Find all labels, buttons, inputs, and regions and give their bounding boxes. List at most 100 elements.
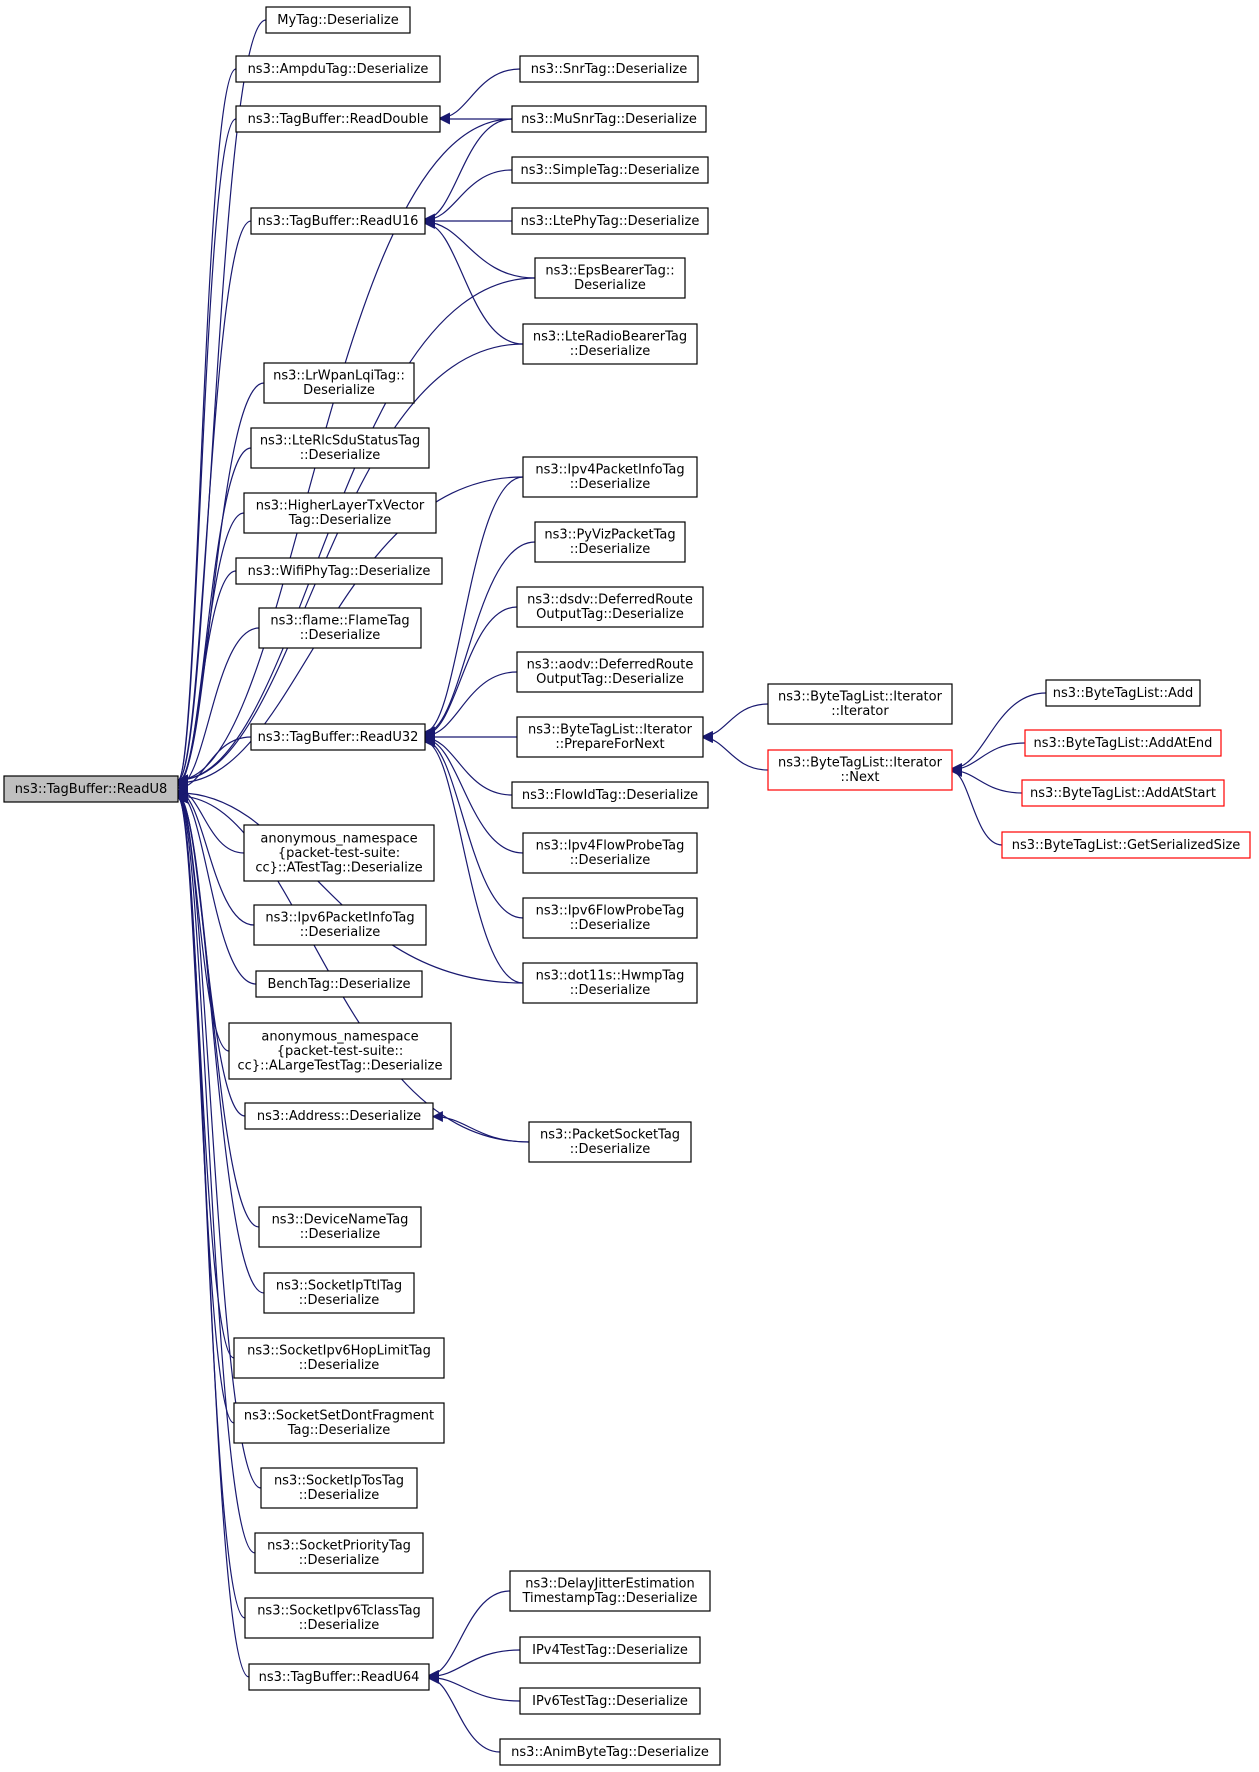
node-label-line: ns3::dot11s::HwmpTag bbox=[536, 969, 685, 984]
node-ltephy[interactable]: ns3::LtePhyTag::Deserialize bbox=[511, 207, 709, 235]
node-box bbox=[519, 55, 699, 83]
node-ampdu[interactable]: ns3::AmpduTag::Deserialize bbox=[235, 55, 441, 83]
node-ipv6hop[interactable]: ns3::SocketIpv6HopLimitTag::Deserialize bbox=[233, 1337, 445, 1379]
edge-ipv6pkt-to-readu8 bbox=[176, 786, 255, 926]
node-label-line: ns3::SocketSetDontFragment bbox=[244, 1409, 434, 1424]
node-ipv4test[interactable]: IPv4TestTag::Deserialize bbox=[519, 1636, 701, 1664]
node-label-line: ns3::HigherLayerTxVector bbox=[256, 499, 425, 514]
node-iptos[interactable]: ns3::SocketIpTosTag::Deserialize bbox=[260, 1467, 418, 1509]
node-box bbox=[244, 1597, 434, 1639]
node-bench[interactable]: BenchTag::Deserialize bbox=[255, 970, 423, 998]
node-label-line: ns3::ByteTagList::AddAtEnd bbox=[1034, 736, 1213, 751]
edge-snrtag-to-readdouble bbox=[438, 68, 521, 124]
node-mytag[interactable]: MyTag::Deserialize bbox=[265, 6, 411, 34]
edge-ipv6test-to-readu64 bbox=[427, 1671, 521, 1702]
node-btladdstart[interactable]: ns3::ByteTagList::AddAtStart bbox=[1021, 779, 1225, 807]
node-musnr[interactable]: ns3::MuSnrTag::Deserialize bbox=[511, 105, 707, 133]
node-btladdend[interactable]: ns3::ByteTagList::AddAtEnd bbox=[1024, 729, 1222, 757]
node-tclass[interactable]: ns3::SocketIpv6TclassTag::Deserialize bbox=[244, 1597, 434, 1639]
node-address[interactable]: ns3::Address::Deserialize bbox=[244, 1102, 434, 1130]
node-label-line: ::Deserialize bbox=[570, 477, 651, 492]
node-box bbox=[258, 1206, 422, 1248]
node-btlsersize[interactable]: ns3::ByteTagList::GetSerializedSize bbox=[1001, 831, 1251, 859]
node-box bbox=[509, 1570, 711, 1612]
node-box bbox=[250, 427, 430, 469]
edge-lterlc-to-readu8 bbox=[176, 447, 252, 788]
node-alarge[interactable]: anonymous_namespace{packet-test-suite::c… bbox=[228, 1022, 452, 1080]
node-label-line: ns3::ByteTagList::Iterator bbox=[778, 690, 943, 705]
node-label-line: ns3::TagBuffer::ReadU32 bbox=[258, 730, 419, 745]
edge-hwmp-to-readu32 bbox=[423, 736, 524, 984]
node-label-line: cc}::ALargeTestTag::Deserialize bbox=[238, 1058, 443, 1073]
edge-ipv6hop-to-readu8 bbox=[176, 792, 235, 1359]
node-box bbox=[254, 1532, 424, 1574]
node-box bbox=[511, 105, 707, 133]
node-label-line: ::Deserialize bbox=[300, 1227, 381, 1242]
edge-pktsocket-to-readu8 bbox=[176, 790, 530, 1143]
node-readu16[interactable]: ns3::TagBuffer::ReadU16 bbox=[250, 207, 426, 235]
node-label-line: ::Deserialize bbox=[299, 1293, 380, 1308]
node-hwmp[interactable]: ns3::dot11s::HwmpTag::Deserialize bbox=[522, 962, 698, 1004]
node-pyviz[interactable]: ns3::PyVizPacketTag::Deserialize bbox=[534, 521, 686, 563]
node-ipv4flow[interactable]: ns3::Ipv4FlowProbeTag::Deserialize bbox=[522, 832, 698, 874]
edge-tclass-to-readu8 bbox=[176, 792, 246, 1619]
node-ipv6pkt[interactable]: ns3::Ipv6PacketInfoTag::Deserialize bbox=[253, 904, 427, 946]
edge-readu16-to-readu8 bbox=[176, 220, 252, 786]
node-box bbox=[235, 55, 441, 83]
node-label-line: ::Deserialize bbox=[300, 628, 381, 643]
edge-iterctor-to-prepnext bbox=[701, 703, 769, 742]
node-label-line: ::Deserialize bbox=[299, 1358, 380, 1373]
node-label-line: ns3::LtePhyTag::Deserialize bbox=[521, 214, 700, 229]
node-readu32[interactable]: ns3::TagBuffer::ReadU32 bbox=[250, 723, 426, 751]
node-epsbearer[interactable]: ns3::EpsBearerTag::Deserialize bbox=[534, 257, 686, 299]
node-iternext[interactable]: ns3::ByteTagList::Iterator::Next bbox=[767, 749, 953, 791]
node-box bbox=[519, 1687, 701, 1715]
node-pktsocket[interactable]: ns3::PacketSocketTag::Deserialize bbox=[528, 1121, 692, 1163]
node-lteradio[interactable]: ns3::LteRadioBearerTag::Deserialize bbox=[522, 323, 698, 365]
node-dontfrag[interactable]: ns3::SocketSetDontFragmentTag::Deseriali… bbox=[233, 1402, 445, 1444]
node-delayjitter[interactable]: ns3::DelayJitterEstimationTimestampTag::… bbox=[509, 1570, 711, 1612]
node-lrwpan[interactable]: ns3::LrWpanLqiTag::Deserialize bbox=[263, 362, 415, 404]
node-box bbox=[522, 323, 698, 365]
node-wifiphy[interactable]: ns3::WifiPhyTag::Deserialize bbox=[235, 557, 443, 585]
node-readdouble[interactable]: ns3::TagBuffer::ReadDouble bbox=[235, 105, 441, 133]
node-box bbox=[528, 1121, 692, 1163]
node-prepnext[interactable]: ns3::ByteTagList::Iterator::PrepareForNe… bbox=[516, 716, 704, 758]
node-label-line: IPv6TestTag::Deserialize bbox=[532, 1694, 688, 1709]
node-btladd[interactable]: ns3::ByteTagList::Add bbox=[1045, 679, 1201, 707]
node-box bbox=[243, 492, 437, 534]
node-flowid[interactable]: ns3::FlowIdTag::Deserialize bbox=[511, 781, 709, 809]
node-label-line: ::PrepareForNext bbox=[555, 737, 664, 752]
edge-ipv4flow-to-readu32 bbox=[423, 733, 524, 854]
node-readu64[interactable]: ns3::TagBuffer::ReadU64 bbox=[248, 1663, 430, 1691]
node-box bbox=[233, 1402, 445, 1444]
node-box bbox=[250, 723, 426, 751]
node-iterctor[interactable]: ns3::ByteTagList::Iterator::Iterator bbox=[767, 683, 953, 725]
node-ipv6flow[interactable]: ns3::Ipv6FlowProbeTag::Deserialize bbox=[522, 897, 698, 939]
edge-iternext-to-prepnext bbox=[701, 732, 769, 771]
node-label-line: ns3::TagBuffer::ReadDouble bbox=[248, 112, 429, 127]
node-ipv4pkt[interactable]: ns3::Ipv4PacketInfoTag::Deserialize bbox=[522, 456, 698, 498]
node-simpletag[interactable]: ns3::SimpleTag::Deserialize bbox=[511, 156, 709, 184]
node-priority[interactable]: ns3::SocketPriorityTag::Deserialize bbox=[254, 1532, 424, 1574]
node-readu8[interactable]: ns3::TagBuffer::ReadU8 bbox=[3, 775, 179, 803]
node-box bbox=[250, 207, 426, 235]
nodes-layer: ns3::TagBuffer::ReadU8 MyTag::Deserialize… bbox=[3, 6, 1251, 1766]
node-label-line: ns3::PacketSocketTag bbox=[540, 1128, 680, 1143]
node-lterlc[interactable]: ns3::LteRlcSduStatusTag::Deserialize bbox=[250, 427, 430, 469]
node-ipv6test[interactable]: IPv6TestTag::Deserialize bbox=[519, 1687, 701, 1715]
node-aodv[interactable]: ns3::aodv::DeferredRouteOutputTag::Deser… bbox=[516, 651, 704, 693]
node-box bbox=[522, 897, 698, 939]
node-ipttl[interactable]: ns3::SocketIpTtlTag::Deserialize bbox=[263, 1272, 415, 1314]
node-box bbox=[233, 1337, 445, 1379]
node-devname[interactable]: ns3::DeviceNameTag::Deserialize bbox=[258, 1206, 422, 1248]
node-label-line: Tag::Deserialize bbox=[288, 513, 392, 528]
node-label-line: ::Deserialize bbox=[570, 853, 651, 868]
node-atesttag[interactable]: anonymous_namespace{packet-test-suite:cc… bbox=[243, 824, 435, 882]
node-label-line: ns3::LrWpanLqiTag:: bbox=[273, 369, 405, 384]
node-animbyte[interactable]: ns3::AnimByteTag::Deserialize bbox=[499, 1738, 721, 1766]
node-dsdv[interactable]: ns3::dsdv::DeferredRouteOutputTag::Deser… bbox=[516, 586, 704, 628]
node-flame[interactable]: ns3::flame::FlameTag::Deserialize bbox=[258, 607, 422, 649]
node-snrtag[interactable]: ns3::SnrTag::Deserialize bbox=[519, 55, 699, 83]
